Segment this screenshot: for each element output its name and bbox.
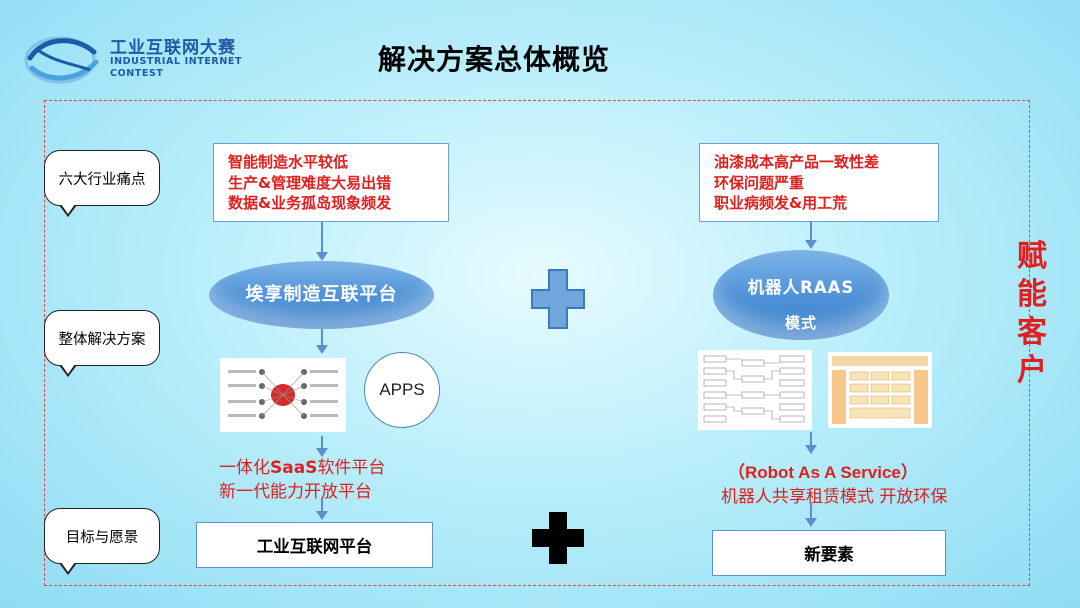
callout-pain-points: 六大行业痛点	[44, 150, 160, 217]
callout-goals-vision: 目标与愿景	[44, 508, 160, 575]
arrow-down-icon	[805, 518, 817, 527]
arrow-line	[810, 432, 812, 446]
arrow-line	[321, 498, 323, 512]
platform-oval: 埃享制造互联平台	[209, 261, 434, 329]
arrow-down-icon	[316, 448, 328, 457]
callout-label: 整体解决方案	[58, 331, 146, 348]
raas-oval-line1: 机器人RAAS	[747, 278, 855, 297]
arrow-line	[810, 222, 812, 242]
pain-line: 智能制造水平较低	[228, 153, 349, 171]
architecture-thumbnail	[828, 352, 932, 428]
arrow-line	[321, 329, 323, 347]
arrow-down-icon	[316, 511, 328, 520]
raas-line1: （Robot As A Service）	[728, 463, 918, 482]
arrow-down-icon	[316, 345, 328, 354]
pain-line: 生产&管理难度大易出错	[228, 173, 392, 192]
saas-prefix: 一体化	[219, 458, 270, 478]
side-label-char: 能	[1017, 277, 1047, 312]
arrow-down-icon	[316, 252, 328, 261]
plus-icon	[531, 269, 585, 329]
flowchart-thumbnail	[698, 350, 812, 430]
goal-label: 新要素	[804, 545, 854, 564]
logo-title-en-line1: INDUSTRIAL INTERNET	[110, 56, 243, 67]
pain-line: 环保问题严重	[714, 173, 805, 192]
raas-line2: 机器人共享租赁模式 开放环保	[721, 487, 948, 507]
side-label-char: 户	[1017, 353, 1047, 388]
side-label-char: 赋	[1017, 239, 1047, 274]
arrow-line	[321, 436, 323, 450]
pain-points-left: 智能制造水平较低 生产&管理难度大易出错 数据&业务孤岛现象频发	[213, 143, 449, 222]
goal-label: 工业互联网平台	[256, 537, 373, 556]
platform-diagram-thumbnail	[220, 358, 346, 432]
raas-oval-line2: 模式	[784, 314, 817, 332]
page-title: 解决方案总体概览	[378, 43, 611, 76]
pain-line: 油漆成本高产品一致性差	[714, 153, 880, 171]
arrow-line	[321, 222, 323, 254]
saas-bold: SaaS	[270, 458, 318, 478]
goal-box-left: 工业互联网平台	[196, 522, 433, 568]
side-label-char: 客	[1017, 315, 1047, 350]
callout-overall-solution: 整体解决方案	[44, 310, 160, 377]
pain-line: 数据&业务孤岛现象频发	[228, 194, 392, 212]
arrow-line	[810, 503, 812, 519]
apps-circle: APPS	[364, 352, 440, 428]
saas-line1: 一体化SaaS软件平台	[219, 453, 385, 478]
callout-label: 六大行业痛点	[58, 171, 146, 188]
arrow-down-icon	[805, 445, 817, 454]
apps-label: APPS	[379, 380, 425, 399]
plus-icon	[532, 512, 584, 564]
saas-line2: 新一代能力开放平台	[219, 482, 372, 502]
contest-logo-icon	[24, 36, 99, 84]
goal-box-right: 新要素	[712, 530, 946, 576]
raas-oval: 机器人RAAS 模式	[713, 250, 889, 340]
arrow-down-icon	[805, 240, 817, 249]
logo-title-en-line2: CONTEST	[110, 68, 164, 79]
pain-points-right: 油漆成本高产品一致性差 环保问题严重 职业病频发&用工荒	[699, 143, 939, 222]
saas-suffix: 软件平台	[317, 458, 386, 478]
pain-line: 职业病频发&用工荒	[714, 194, 848, 212]
side-label-empower-customers: 赋 能 客 户	[1010, 238, 1054, 390]
callout-label: 目标与愿景	[65, 529, 139, 546]
logo-title-cn: 工业互联网大赛	[110, 38, 236, 58]
